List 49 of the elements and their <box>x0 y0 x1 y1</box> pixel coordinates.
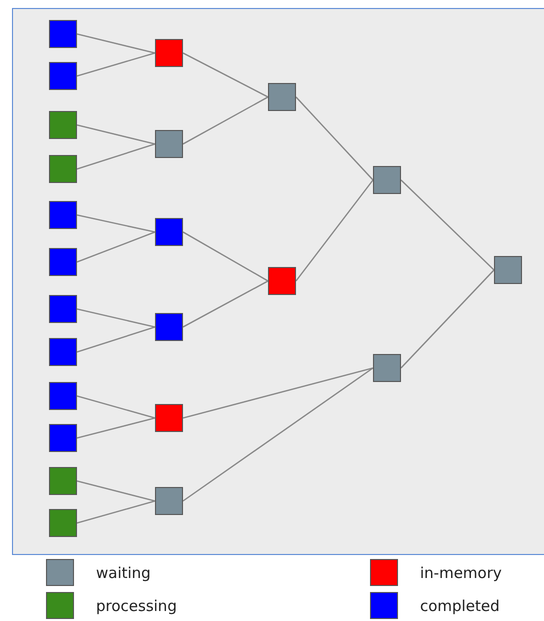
connector-line <box>182 231 268 282</box>
connector-line <box>182 367 374 419</box>
connector-line <box>182 367 374 502</box>
legend-label: in-memory <box>420 564 502 582</box>
status-square <box>494 256 522 284</box>
status-square <box>268 267 296 295</box>
status-square <box>49 424 77 452</box>
status-square <box>49 509 77 537</box>
status-square <box>155 218 183 246</box>
connector-line <box>182 280 268 328</box>
connector-line <box>400 270 494 368</box>
status-square <box>155 39 183 67</box>
connector-line <box>76 52 156 77</box>
status-square <box>373 354 401 382</box>
connector-line <box>76 33 156 54</box>
status-square <box>49 155 77 183</box>
connector-line <box>76 417 156 439</box>
status-square <box>49 62 77 90</box>
connector-line <box>296 96 374 180</box>
connector-line <box>400 180 494 270</box>
connector-line <box>76 500 156 524</box>
status-square <box>49 295 77 323</box>
connector-line <box>76 395 156 419</box>
status-square <box>155 313 183 341</box>
connector-line <box>295 180 374 282</box>
status-square <box>49 248 77 276</box>
connector-line <box>182 52 268 98</box>
connector-line <box>76 231 156 263</box>
connector-line <box>76 124 156 145</box>
status-square <box>155 404 183 432</box>
connector-line <box>76 308 156 328</box>
connector-line <box>76 214 156 233</box>
status-square <box>49 111 77 139</box>
connector-line <box>76 480 156 502</box>
status-square <box>268 83 296 111</box>
status-square <box>155 130 183 158</box>
status-square <box>49 382 77 410</box>
status-square <box>155 487 183 515</box>
legend-label: completed <box>420 596 500 614</box>
status-square <box>49 201 77 229</box>
connector-line <box>76 326 156 353</box>
status-square <box>373 166 401 194</box>
status-square <box>49 467 77 495</box>
status-square <box>49 20 77 48</box>
connector-line <box>76 143 156 170</box>
connector-line <box>182 96 268 145</box>
legend-label: processing <box>96 596 177 614</box>
legend-label: waiting <box>96 564 151 582</box>
status-square <box>49 338 77 366</box>
